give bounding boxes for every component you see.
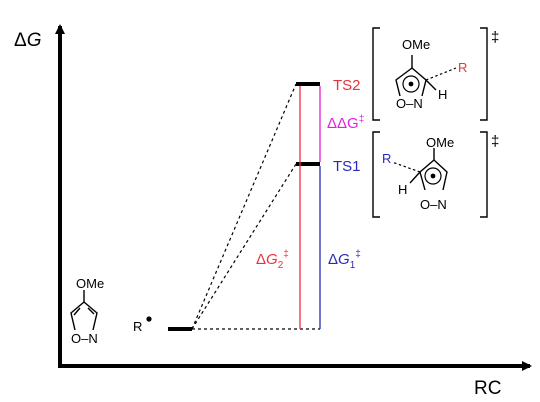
ts2-brackets [372, 27, 488, 121]
ts2-radical-dot [408, 81, 414, 87]
reactant-ring-atoms: O–N [71, 331, 98, 346]
dashed-connectors [191, 83, 320, 330]
ts2-r-label: R [458, 60, 467, 75]
reactant-ome-label: OMe [76, 276, 104, 291]
ts1-structure: OMe R H O–N ‡ [372, 131, 499, 218]
ts2-ring-atoms: O–N [396, 96, 423, 111]
ts2-forming-bond [425, 67, 457, 81]
ts1-ring-atoms: O–N [420, 197, 447, 212]
ts1-brackets [372, 131, 488, 218]
ts2-structure: OMe R H O–N ‡ [372, 27, 499, 121]
ts2-radical-circle [402, 75, 420, 93]
radical-label: R [133, 319, 142, 334]
ts1-forming-bond [391, 161, 421, 173]
dg2-label: ΔG2‡ [256, 249, 289, 271]
ts1-radical-circle [424, 167, 442, 185]
radical-dot [146, 316, 152, 322]
y-axis-label: ΔG [14, 30, 41, 51]
ts1-dagger: ‡ [491, 133, 499, 150]
ts1-ome-label: OMe [426, 135, 454, 150]
ts2-ome-label: OMe [402, 37, 430, 52]
ts1-h-label: H [398, 182, 407, 197]
ts1-label: TS1 [333, 158, 361, 175]
ts2-dagger: ‡ [491, 29, 499, 46]
ts1-r-label: R [382, 151, 391, 166]
reactant-structure [70, 290, 98, 331]
ts2-label: TS2 [333, 77, 361, 94]
x-axis-label: RC [474, 378, 501, 399]
ddg-label: ΔΔG‡ [327, 114, 364, 132]
ts2-h-label: H [438, 87, 447, 102]
dg1-label: ΔG1‡ [328, 249, 361, 271]
ts1-radical-dot [430, 173, 436, 179]
